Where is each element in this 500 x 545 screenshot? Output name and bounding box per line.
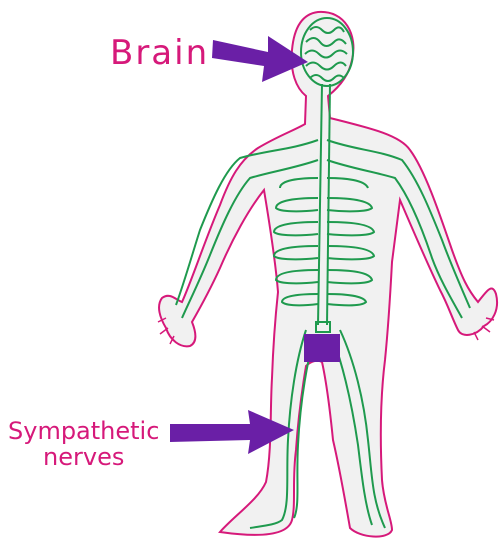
sympathetic-nerves-label: Sympathetic nerves	[8, 418, 159, 470]
brain-label: Brain	[110, 33, 210, 73]
sympathetic-label-line1: Sympathetic	[8, 417, 160, 445]
brain-squiggles	[300, 17, 354, 87]
arrow-right-icon	[212, 36, 308, 82]
arrow-right-icon	[170, 410, 294, 454]
leg-nerves	[249, 329, 386, 529]
sympathetic-label-line2: nerves	[43, 443, 125, 471]
arm-nerves	[175, 139, 471, 319]
spinal-cord	[315, 83, 331, 333]
hand-details	[157, 317, 495, 345]
pelvic-plexus-box	[304, 334, 340, 362]
thoracic-nerves	[272, 177, 376, 307]
